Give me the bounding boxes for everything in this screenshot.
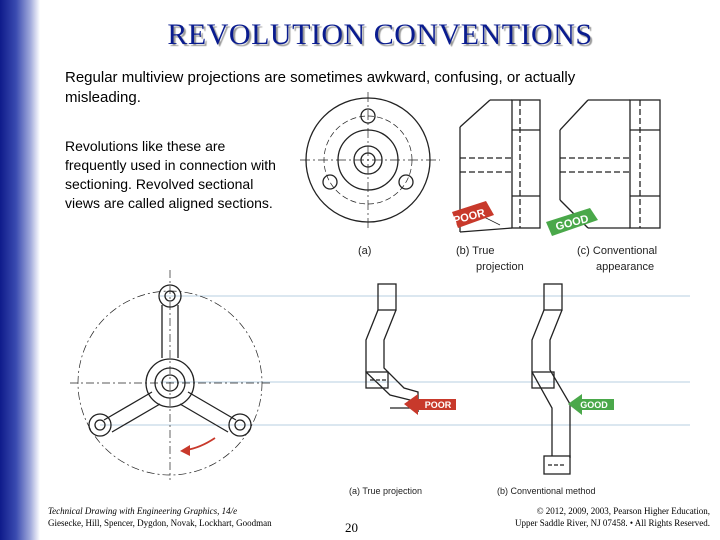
footer-citation: Technical Drawing with Engineering Graph… xyxy=(48,505,303,540)
svg-text:GOOD: GOOD xyxy=(554,213,590,233)
svg-text:POOR: POOR xyxy=(425,400,452,410)
intro-text: Regular multiview projections are someti… xyxy=(65,69,576,106)
caption-a-bottom: (a) True projection xyxy=(349,486,422,496)
caption-b-top-line1: (b) True xyxy=(456,245,495,257)
flange-front-view xyxy=(300,92,440,230)
caption-b-bottom: (b) Conventional method xyxy=(497,486,596,496)
spider-conventional-view xyxy=(531,283,571,475)
caption-a-top: (a) xyxy=(358,245,371,257)
svg-text:GOOD: GOOD xyxy=(580,400,608,410)
footer-authors: Giesecke, Hill, Spencer, Dygdon, Novak, … xyxy=(48,518,272,528)
revolution-arrow xyxy=(180,437,216,456)
body-text: Revolutions like these are frequently us… xyxy=(65,138,276,211)
slide-title: REVOLUTION CONVENTIONS xyxy=(167,18,593,51)
copyright-line-2: Upper Saddle River, NJ 07458. • All Righ… xyxy=(514,518,710,528)
page-number: 20 xyxy=(345,520,358,535)
spider-true-projection xyxy=(365,283,419,412)
caption-b-top-line2: projection xyxy=(476,261,524,273)
projection-lines xyxy=(100,295,690,426)
conventional-appearance-view xyxy=(559,99,661,229)
copyright-line-1: © 2012, 2009, 2003, Pearson Higher Educa… xyxy=(536,506,710,516)
spider-front-view xyxy=(70,270,270,480)
caption-c-top-line2: appearance xyxy=(596,261,654,273)
footer-book-title: Technical Drawing with Engineering Graph… xyxy=(48,506,238,516)
footer-copyright: © 2012, 2009, 2003, Pearson Higher Educa… xyxy=(470,505,710,529)
svg-text:POOR: POOR xyxy=(452,207,486,227)
sidebar-gradient xyxy=(0,0,40,540)
poor-tag-top: POOR xyxy=(452,201,494,228)
poor-arrow-bottom: POOR xyxy=(404,394,456,415)
good-arrow-bottom: GOOD xyxy=(568,394,614,415)
caption-c-top-line1: (c) Conventional xyxy=(577,245,657,257)
